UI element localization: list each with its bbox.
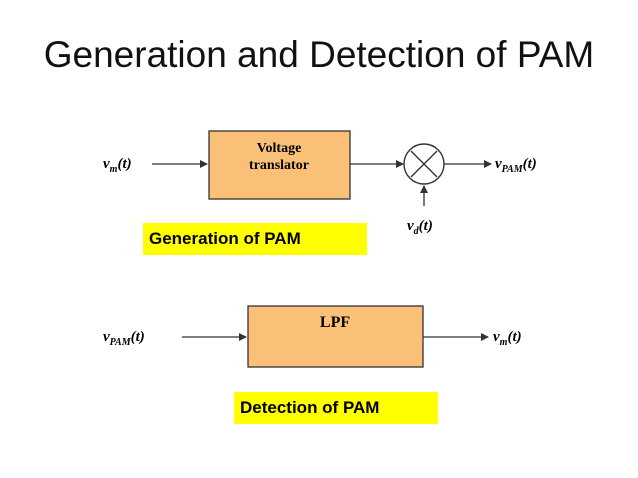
generation-diagram: vm(t) Voltage translator vPAM(t) vd(t) <box>103 130 537 237</box>
detection-caption: Detection of PAM <box>234 392 438 424</box>
generation-caption: Generation of PAM <box>143 223 367 255</box>
voltage-translator-line1: Voltage <box>257 141 302 156</box>
lpf-label: LPF <box>320 314 350 331</box>
detection-output-label: vm(t) <box>493 329 522 348</box>
detection-input-label: vPAM(t) <box>103 329 145 348</box>
voltage-translator-block <box>208 130 351 200</box>
carrier-label: vd(t) <box>407 218 433 237</box>
generation-input-label: vm(t) <box>103 156 132 175</box>
detection-diagram: vPAM(t) LPF vm(t) <box>103 305 522 368</box>
multiplier-cross-b <box>410 150 438 178</box>
generation-output-label: vPAM(t) <box>495 156 537 175</box>
voltage-translator-line2: translator <box>249 158 309 173</box>
slide-title: Generation and Detection of PAM <box>43 34 595 75</box>
